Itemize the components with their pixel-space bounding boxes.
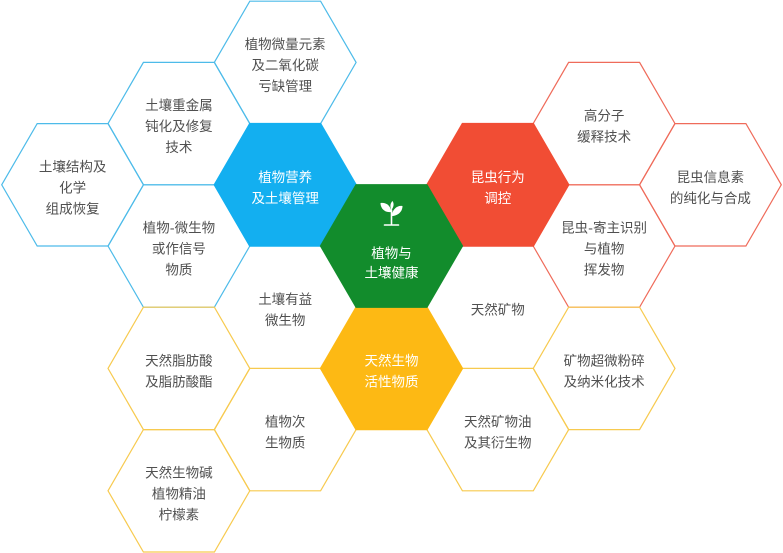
hex-label-line: 的纯化与合成 bbox=[670, 191, 751, 207]
hex-pheromone: 昆虫信息素 的纯化与合成 bbox=[638, 122, 782, 247]
hex-fatty-acids: 天然脂肪酸 及脂肪酸酯 bbox=[107, 306, 251, 431]
hex-label-line: 植物微量元素 bbox=[245, 37, 326, 53]
hex-plant-nutrition: 植物营养 及土壤管理 bbox=[213, 122, 357, 247]
hex-bioactive-substances: 天然生物 活性物质 bbox=[319, 306, 464, 431]
hex-label-line: 天然矿物油 bbox=[464, 414, 532, 431]
hex-mineral-micronization: 矿物超微粉碎 及纳米化技术 bbox=[532, 306, 676, 431]
hex-label-line: 及其衍生物 bbox=[464, 436, 532, 452]
hex-label-line: 高分子 bbox=[584, 108, 625, 125]
hex-label-line: 天然生物 bbox=[365, 352, 419, 369]
hex-label-line: 调控 bbox=[484, 191, 511, 207]
hex-label-line: 物质 bbox=[165, 263, 192, 279]
hex-label-line: 昆虫-寄主识别 bbox=[561, 220, 647, 237]
hex-label-line: 植物次 bbox=[265, 415, 306, 431]
hex-label-line: 矿物超微粉碎 bbox=[564, 353, 645, 369]
hex-label-line: 活性物质 bbox=[365, 374, 419, 390]
hex-label-line: 或作信号 bbox=[152, 242, 206, 258]
hex-label-line: 及纳米化技术 bbox=[564, 374, 645, 390]
hex-plant-soil-health: 植物与 土壤健康 bbox=[319, 184, 464, 308]
hex-label-line: 缓释技术 bbox=[577, 130, 631, 146]
hex-mineral-oil: 天然矿物油 及其衍生物 bbox=[426, 367, 570, 492]
hex-label-line: 微生物 bbox=[265, 313, 306, 329]
hex-label-line: 与植物 bbox=[584, 242, 625, 258]
hex-label-line: 技术 bbox=[165, 140, 192, 156]
hex-heavy-metal: 土壤重金属 钝化及修复 技术 bbox=[107, 61, 251, 186]
hex-label-line: 及二氧化碳 bbox=[251, 58, 319, 74]
sprout-icon bbox=[380, 201, 403, 226]
hex-alkaloids-oils: 天然生物碱 植物精油 柠檬素 bbox=[107, 429, 251, 553]
hex-label-line: 化学 bbox=[59, 180, 86, 196]
hex-label-line: 生物质 bbox=[265, 436, 306, 452]
hex-label-line: 植物-微生物 bbox=[143, 221, 215, 237]
hex-label-line: 挥发物 bbox=[584, 263, 625, 279]
hex-label-line: 天然生物碱 bbox=[145, 464, 213, 481]
hex-label-line: 天然矿物 bbox=[471, 302, 525, 319]
hex-label-line: 土壤结构及 bbox=[39, 158, 107, 175]
hex-label-line: 柠檬素 bbox=[159, 507, 200, 523]
hex-soil-structure: 土壤结构及 化学 组成恢复 bbox=[1, 122, 145, 247]
hex-label-line: 天然脂肪酸 bbox=[145, 352, 213, 369]
hex-label-line: 钝化及修复 bbox=[145, 118, 213, 135]
hex-label-line: 土壤重金属 bbox=[145, 97, 213, 114]
hex-label-line: 及脂肪酸酯 bbox=[145, 374, 213, 390]
hex-shape bbox=[319, 184, 464, 308]
hex-label-line: 组成恢复 bbox=[46, 200, 100, 217]
hex-label-line: 土壤健康 bbox=[365, 264, 419, 281]
hex-label-line: 昆虫信息素 bbox=[677, 169, 745, 186]
hex-micronutrient-co2: 植物微量元素 及二氧化碳 亏缺管理 bbox=[213, 0, 357, 125]
hex-label-line: 植物精油 bbox=[152, 486, 206, 502]
hex-label-line: 土壤有益 bbox=[258, 291, 312, 308]
hex-label-line: 植物营养 bbox=[258, 170, 312, 186]
hex-label-line: 亏缺管理 bbox=[258, 79, 312, 95]
hex-label-line: 植物与 bbox=[371, 246, 412, 262]
hex-label-line: 及土壤管理 bbox=[251, 190, 319, 207]
hex-shape bbox=[107, 429, 251, 553]
hex-natural-minerals: 天然矿物 bbox=[471, 302, 525, 319]
hex-beneficial-microbes: 土壤有益 微生物 bbox=[258, 291, 312, 329]
hex-label-line: 昆虫行为 bbox=[471, 170, 525, 186]
